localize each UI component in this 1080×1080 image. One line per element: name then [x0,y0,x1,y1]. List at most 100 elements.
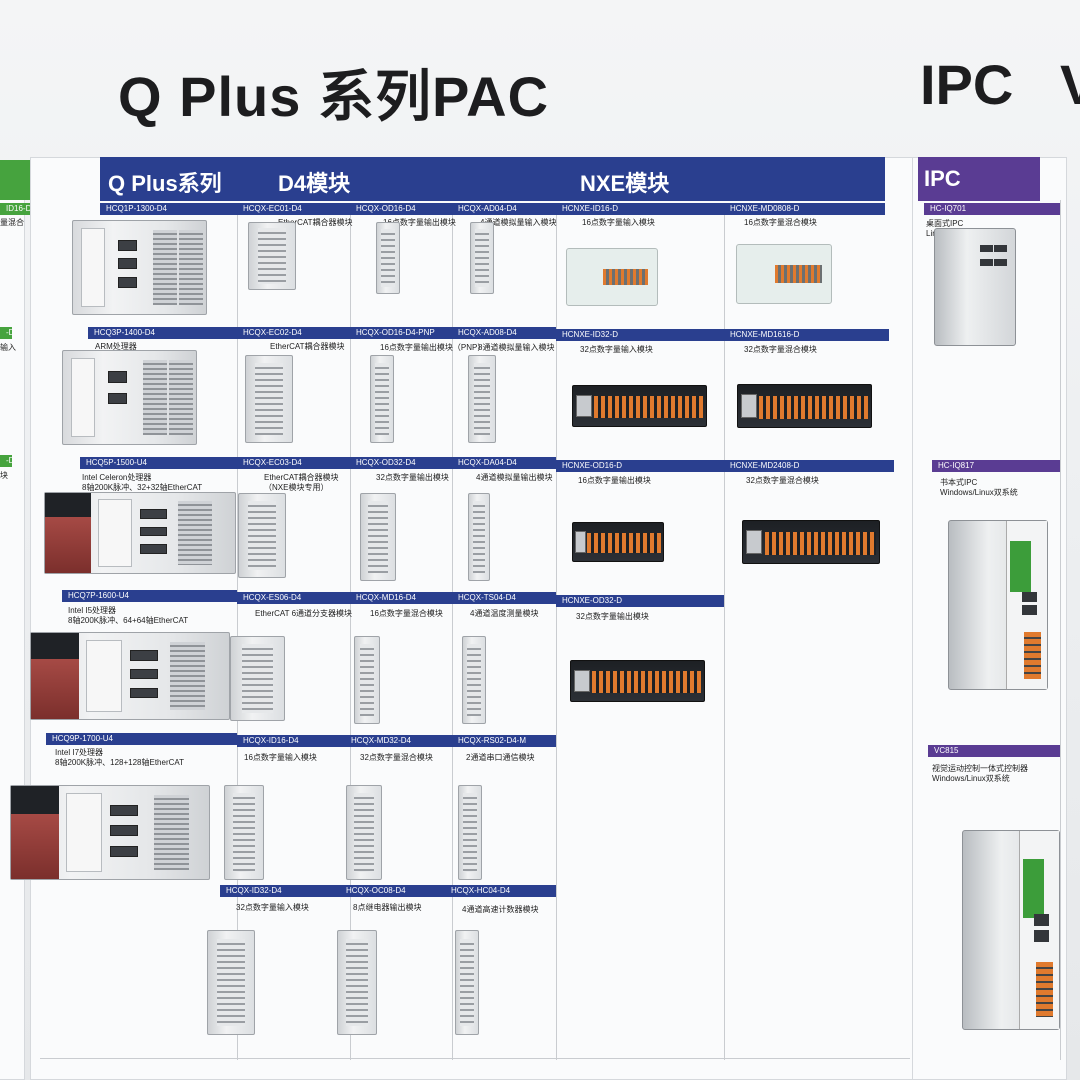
qplus-code-5: HCQ9P-1700-U4 [46,733,237,745]
nxe-c1-desc-3: 16点数字量输出模块 [578,476,651,485]
d4-c3-code-2: HCQX-AD08-D4 [452,327,556,339]
d4-c3-desc-6: 4通道高速计数器模块 [462,905,539,914]
vision-motion-controller-device [962,830,1060,1030]
plc-q1p-device [72,220,207,315]
d4-c1-desc-3a: EtherCAT耦合器模块 [264,473,339,482]
qplus-desc-3a: Intel Celeron处理器 [82,473,152,482]
d4-c3-desc-2: 8通道模拟量输入模块 [478,343,555,352]
ethercat-coupler-device [238,493,286,578]
d4-c1-desc-1: EtherCAT耦合器模块 [278,218,353,227]
d4-c1-desc-3b: （NXE模块专用） [264,483,329,492]
d4-c2-desc-6: 8点继电器输出模块 [353,903,422,912]
qplus-code-2: HCQ3P-1400-D4 [88,327,237,339]
serial-comm-device [458,785,482,880]
nxe-c1-code-2: HCNXE-ID32-D [556,329,724,341]
plc-q3p-device [62,350,197,445]
nxe-c1-desc-4: 32点数字量输出模块 [576,612,649,621]
temperature-module-device [462,636,486,724]
nxe-md0808-device [736,244,832,304]
nxe-od32-device [570,660,705,702]
d4-c2-code-1: HCQX-OD16-D4 [350,203,452,215]
d4-c1-code-2: HCQX-EC02-D4 [237,327,350,339]
digital-output-device [370,355,394,443]
d4-c2-desc-4: 16点数字量混合模块 [370,609,443,618]
d4-c3-code-1: HCQX-AD04-D4 [452,203,556,215]
d4-c1-code-5: HCQX-ID16-D4 [237,735,350,747]
pac-header-band: Q Plus系列 D4模块 NXE模块 [100,157,885,201]
left-desc-3: 块 [0,471,8,480]
nxe-id32-device [572,385,707,427]
qplus-code-1: HCQ1P-1300-D4 [100,203,237,215]
d4-c3-desc-1: 4通道模拟量输入模块 [480,218,557,227]
left-code-3: -D [0,455,12,467]
band-ipc: IPC [924,166,961,191]
digital-input-device [224,785,264,880]
analog-output-device [468,493,490,581]
qplus-desc-5b: 8轴200K脉冲、128+128轴EtherCAT [55,758,185,767]
plc-q7p-device [30,632,230,720]
d4-c2-desc-2: 16点数字量输出模块（PNP） [380,343,486,352]
ipc-title: IPC [920,53,1014,116]
qplus-code-3: HCQ5P-1500-U4 [80,457,237,469]
d4-c1-desc-6: 32点数字量输入模块 [236,903,309,912]
d4-c3-code-3: HCQX-DA04-D4 [452,457,556,469]
qplus-code-4: HCQ7P-1600-U4 [62,590,237,602]
plc-q9p-device [10,785,210,880]
band-qplus: Q Plus系列 [108,171,222,196]
ipc-desc-1a: 桌面式IPC [926,219,964,228]
qplus-desc-2: ARM处理器 [95,342,137,351]
left-desc-2: 输入 [0,343,16,352]
high-speed-counter-device [455,930,479,1035]
d4-c3-desc-4: 4通道温度测量模块 [470,609,539,618]
grid-line [1060,200,1061,1060]
ethercat-branch-device [230,636,285,721]
d4-c1-desc-5: 16点数字量输入模块 [244,753,317,762]
nxe-c2-desc-2: 32点数字量混合模块 [744,345,817,354]
nxe-c1-desc-1: 16点数字量输入模块 [582,218,655,227]
d4-c1-code-3: HCQX-EC03-D4 [237,457,350,469]
ethercat-coupler-device [248,222,296,290]
ipc-desc-2b: Windows/Linux双系统 [940,488,1018,497]
d4-c2-desc-1: 16点数字量输出模块 [383,218,456,227]
qplus-desc-5a: Intel I7处理器 [55,748,104,757]
nxe-c2-code-1: HCNXE-MD0808-D [724,203,885,215]
d4-c1-desc-4: EtherCAT 6通道分支器模块 [255,609,353,618]
ipc-desc-3b: Windows/Linux双系统 [932,774,1010,783]
nxe-c1-code-4: HCNXE-OD32-D [556,595,724,607]
d4-c2-code-4: HCQX-MD16-D4 [350,592,452,604]
band-d4: D4模块 [278,171,351,196]
ipc-code-1: HC-IQ701 [924,203,1060,215]
grid-line [724,215,725,1060]
left-code-1: ID16-D [0,203,30,215]
digital-mixed-device [346,785,382,880]
left-partial-board [0,160,25,1080]
ipc-desc-2a: 书本式IPC [940,478,978,487]
digital-mixed-device [354,636,380,724]
d4-c1-code-1: HCQX-EC01-D4 [237,203,350,215]
nxe-c2-code-2: HCNXE-MD1616-D [724,329,889,341]
nxe-md1616-device [737,384,872,428]
ipc-code-3: VC815 [928,745,1060,757]
left-code-2: -D [0,327,12,339]
ipc-desc-3a: 视觉运动控制一体式控制器 [932,764,1028,773]
d4-c3-code-5: HCQX-RS02-D4-M [452,735,556,747]
d4-c2-desc-5: 32点数字量混合模块 [360,753,433,762]
qplus-desc-3b: 8轴200K脉冲、32+32轴EtherCAT [82,483,203,492]
qplus-desc-4a: Intel I5处理器 [68,606,117,615]
d4-c2-code-2: HCQX-OD16-D4-PNP [350,327,452,339]
ipc-header-band: IPC [918,157,1040,201]
qplus-desc-4b: 8轴200K脉冲、64+64轴EtherCAT [68,616,189,625]
digital-output-device [376,222,400,294]
digital-output-device [360,493,396,581]
partial-title: V [1060,53,1080,116]
book-ipc-device [948,520,1048,690]
d4-c2-code-5: HCQX-MD32-D4 [345,735,452,747]
main-title: Q Plus 系列PAC [118,65,550,128]
nxe-id16-device [566,248,658,306]
nxe-c2-desc-1: 16点数字量混合模块 [744,218,817,227]
d4-c2-code-6: HCQX-OC08-D4 [340,885,452,897]
grid-line [556,215,557,1060]
analog-input-device [468,355,496,443]
digital-input-device [207,930,255,1035]
